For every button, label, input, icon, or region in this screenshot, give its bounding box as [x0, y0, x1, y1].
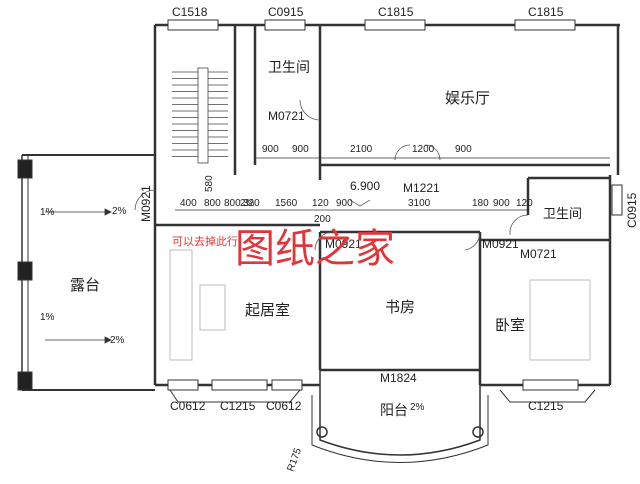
door-label-m0721-right: M0721: [520, 247, 557, 261]
terrace-railing: [17, 154, 155, 391]
dim-900-c: 900: [455, 144, 472, 155]
door-label-m0921-left: M0921: [139, 185, 153, 222]
door-label-m0921-study: M0921: [325, 237, 362, 251]
elevation-label: 6.900: [350, 179, 380, 193]
room-label-entertainment-hall: 娱乐厅: [445, 89, 490, 107]
dim-580: 580: [204, 175, 215, 192]
door-label-m1824: M1824: [380, 371, 417, 385]
dim-120-a: 120: [312, 198, 329, 209]
dim-320: 320: [243, 198, 260, 209]
dim-200: 200: [314, 214, 331, 225]
dim-400: 400: [180, 198, 197, 209]
window-label-c1518: C1518: [172, 5, 208, 19]
room-label-living-room: 起居室: [245, 301, 290, 319]
room-label-bathroom-right: 卫生间: [543, 207, 582, 222]
dim-800-a: 800: [204, 198, 221, 209]
window-label-c0915-top: C0915: [268, 5, 304, 19]
stair-handrail: [197, 67, 209, 164]
furniture-living: [169, 249, 591, 361]
bay-windows: [169, 389, 596, 403]
dim-120-b: 120: [516, 198, 533, 209]
door-label-m1221: M1221: [403, 181, 440, 195]
balcony-outline: [311, 370, 489, 463]
dim-1200: 1200: [412, 144, 435, 155]
slope-mark: 1%: [40, 207, 55, 218]
dim-900-a: 900: [262, 144, 279, 155]
dim-800-b: 800: [224, 198, 241, 209]
window-label-c1215-b: C1215: [528, 399, 564, 413]
window-label-c0915-right: C0915: [625, 192, 639, 228]
dim-900-d: 900: [336, 198, 353, 209]
door-label-m0921-right: M0921: [482, 237, 519, 251]
room-label-bathroom-top: 卫生间: [268, 60, 310, 76]
window-marks: [167, 19, 623, 391]
window-label-c1815-a: C1815: [378, 5, 414, 19]
slope-arrows: [45, 208, 112, 344]
room-label-study: 书房: [385, 298, 415, 316]
slope-mark: 2%: [410, 402, 425, 413]
staircase: [172, 67, 228, 164]
slope-mark: 2%: [110, 335, 125, 346]
watermark-small: 可以去掉此行: [172, 234, 238, 248]
dimension-lines: [175, 157, 610, 211]
room-label-bedroom: 卧室: [495, 316, 525, 334]
dim-900-b: 900: [292, 144, 309, 155]
room-label-terrace: 露台: [70, 276, 100, 294]
window-label-c1815-b: C1815: [528, 5, 564, 19]
window-label-c1215-a: C1215: [220, 399, 256, 413]
window-label-c0612-a: C0612: [170, 399, 206, 413]
dim-900-e: 900: [493, 198, 510, 209]
slope-mark: 2%: [240, 198, 255, 209]
watermark-large: 图纸之家: [235, 226, 395, 272]
dim-3100: 3100: [408, 198, 431, 209]
door-label-m0721-top: M0721: [268, 109, 305, 123]
window-label-c0612-b: C0612: [266, 399, 302, 413]
slope-mark: 1%: [40, 312, 55, 323]
dim-1560: 1560: [275, 198, 298, 209]
dim-2100: 2100: [350, 144, 373, 155]
slope-mark: 2%: [112, 206, 127, 217]
dim-r175: R175: [285, 446, 304, 473]
dim-180: 180: [472, 198, 489, 209]
room-label-balcony: 阳台: [380, 403, 408, 419]
